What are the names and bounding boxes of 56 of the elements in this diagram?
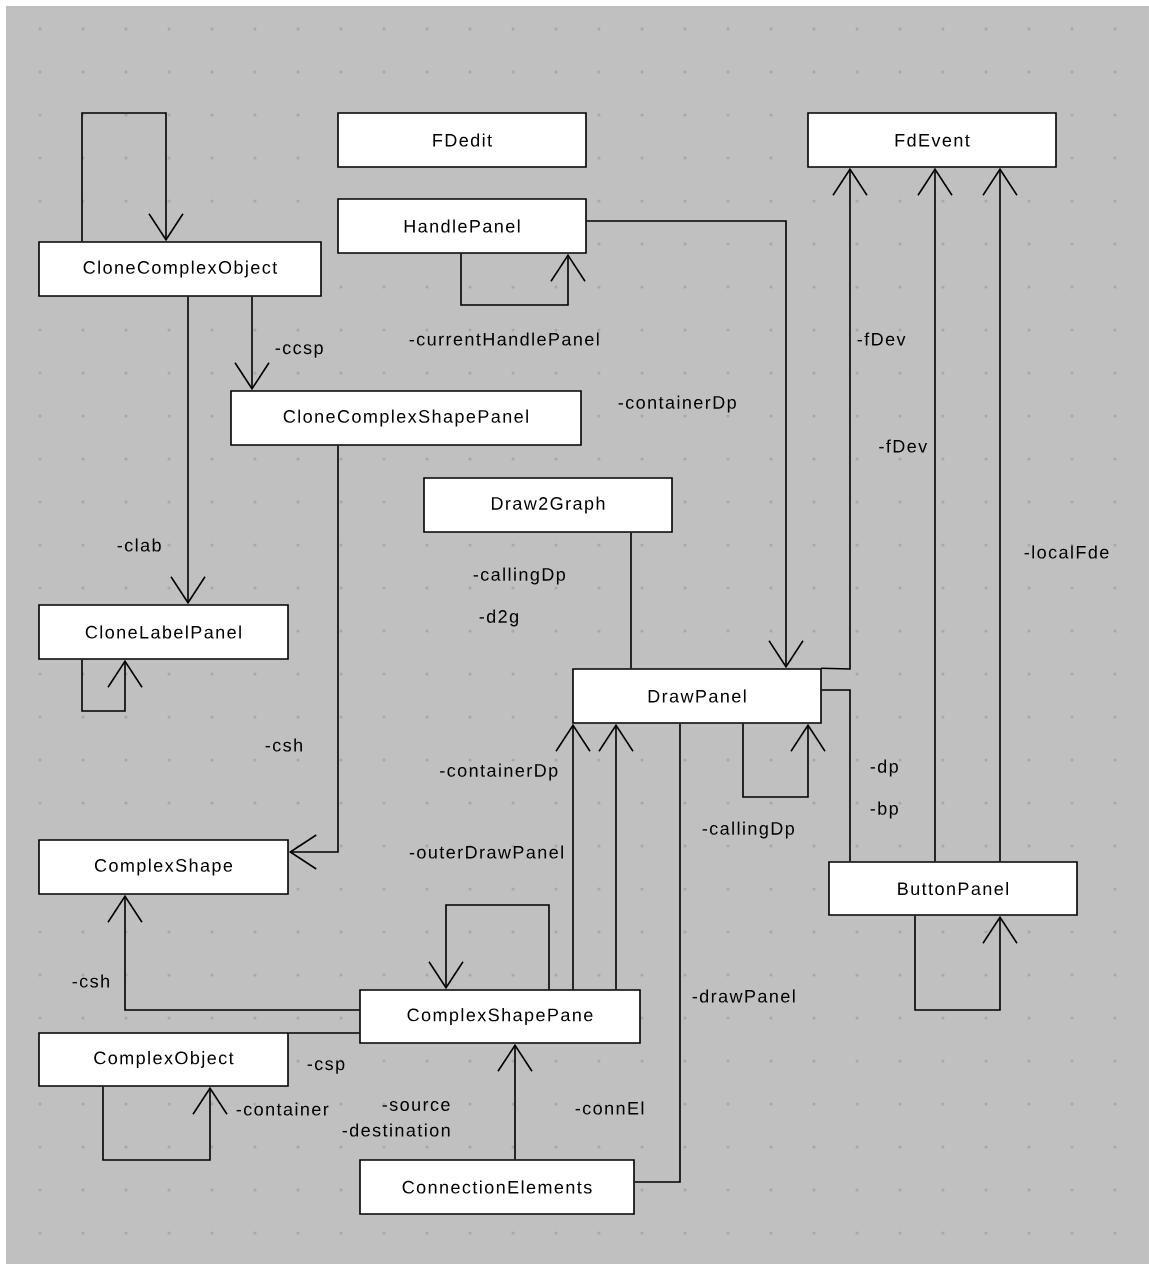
arrow	[742, 723, 826, 798]
arrow	[428, 904, 550, 990]
edge-label: -ccsp	[275, 344, 323, 358]
arrow	[234, 296, 270, 391]
class-box: ComplexObject	[38, 1032, 289, 1087]
connector-line	[288, 1032, 360, 1034]
arrow	[288, 445, 339, 870]
class-box: ComplexShape	[38, 839, 289, 895]
class-box: ConnectionElements	[359, 1159, 635, 1215]
role-name: -outerDrawPanel	[409, 845, 563, 859]
role-name: -connEl	[575, 1101, 644, 1115]
arrow	[820, 167, 868, 670]
class-box: CloneComplexObject	[38, 241, 322, 297]
edge-label: -localFde	[1024, 545, 1109, 559]
edge-label: -dp	[870, 759, 898, 777]
class-box: Draw2Graph	[423, 477, 673, 533]
class-box: ComplexShapePane	[359, 989, 641, 1044]
edge-label: -containerDp	[440, 763, 558, 781]
arrow	[914, 915, 1018, 1011]
arrow	[917, 167, 953, 862]
edge-label: -callingDp	[702, 821, 794, 839]
role-name: -d2g	[479, 609, 518, 627]
edge-label: -source	[382, 1101, 450, 1111]
arrow	[81, 112, 184, 242]
edge-label: -clab	[117, 538, 161, 552]
arrow	[170, 296, 206, 605]
class-box: CloneLabelPanel	[38, 604, 289, 660]
connector-line	[634, 723, 681, 1183]
edge-label: -csh	[265, 738, 302, 752]
edge-label: -callingDp	[473, 567, 565, 585]
class-box: FDedit	[337, 112, 587, 168]
arrow	[460, 253, 586, 306]
edge-label: -currentHandlePanel	[409, 332, 599, 346]
edge-label: -fDev	[879, 439, 928, 453]
arrow	[107, 894, 360, 1011]
edge-label: -container	[236, 1102, 329, 1116]
arrow	[586, 220, 804, 669]
class-box: CloneComplexShapePanel	[230, 390, 582, 446]
edge-label: -drawPanel	[692, 989, 795, 1003]
class-box: DrawPanel	[572, 668, 822, 724]
edge-label: -fDev	[857, 332, 906, 346]
edge-label: -containerDp	[618, 395, 736, 413]
arrow	[497, 1043, 533, 1160]
arrow	[102, 1086, 228, 1161]
connector-line	[630, 532, 632, 669]
arrow	[555, 723, 591, 990]
class-box: HandlePanel	[337, 198, 587, 254]
connector-line	[821, 689, 851, 862]
arrow	[598, 723, 634, 990]
edge-label: -csh	[72, 974, 109, 988]
class-box: FdEvent	[807, 112, 1057, 168]
role-name: -destination	[342, 1123, 450, 1137]
arrow	[982, 167, 1018, 862]
edge-label: -csp	[307, 1060, 345, 1074]
role-name: -bp	[870, 801, 898, 819]
class-box: ButtonPanel	[828, 861, 1078, 916]
